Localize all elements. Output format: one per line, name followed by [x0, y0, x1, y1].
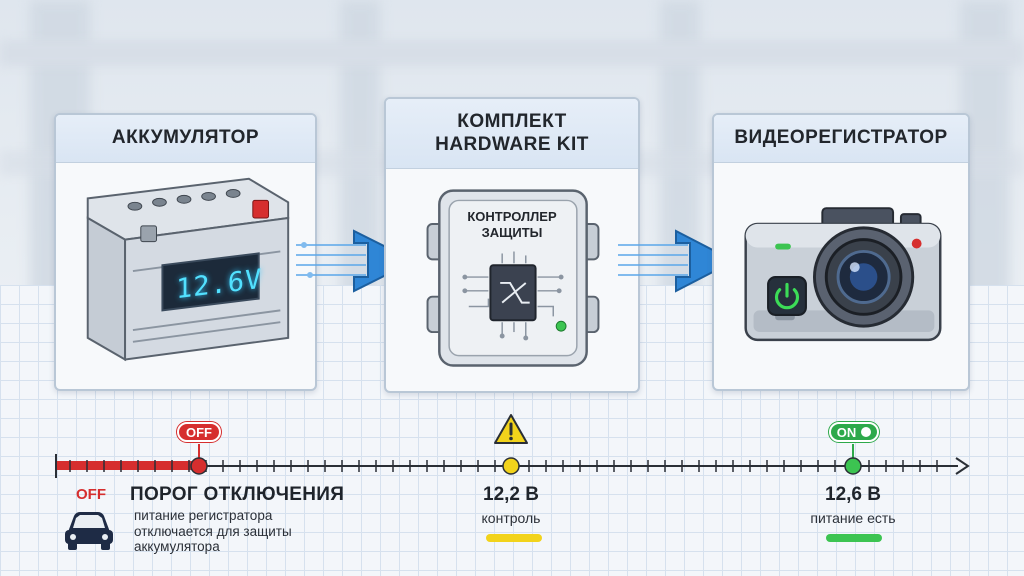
hardware-kit-title: КОМПЛЕКТ HARDWARE KIT — [386, 99, 638, 169]
controller-chip-icon — [426, 189, 600, 367]
hardware-kit-panel: КОМПЛЕКТ HARDWARE KIT — [384, 97, 640, 393]
hardware-kit-title-line1: КОМПЛЕКТ — [457, 110, 567, 132]
control-voltage: 12,2 В — [483, 484, 539, 505]
toggle-knob-icon — [861, 427, 872, 437]
hardware-kit-title-line2: HARDWARE KIT — [435, 133, 589, 155]
controller-label-line2: ЗАЩИТЫ — [481, 225, 543, 241]
dashcam-illustration — [714, 163, 968, 389]
off-threshold-marker — [190, 457, 208, 475]
battery-panel-title: АККУМУЛЯТОР — [56, 115, 315, 163]
power-on-label: питание есть — [810, 510, 896, 526]
threshold-description: питание регистратора отключается для защ… — [134, 508, 292, 555]
on-marker — [844, 457, 862, 475]
control-label: контроль — [481, 510, 541, 526]
control-indicator-bar — [486, 534, 542, 542]
dashcam-icon — [744, 207, 942, 342]
battery-illustration: 12.6V — [56, 163, 315, 389]
controller-illustration: КОНТРОЛЛЕР ЗАЩИТЫ — [386, 169, 638, 391]
voltage-timeline: OFF ON OFF ПОРОГ ОТКЛЮЧЕНИЯ питание реги… — [0, 400, 1024, 576]
on-badge: ON — [829, 422, 879, 442]
power-icon — [767, 276, 807, 316]
dashcam-panel: ВИДЕОРЕГИСТРАТОР — [712, 113, 970, 391]
dashcam-panel-title: ВИДЕОРЕГИСТРАТОР — [714, 115, 968, 163]
controller-label-line1: КОНТРОЛЛЕР — [467, 209, 557, 224]
voltage-axis — [55, 444, 970, 478]
controller-label: КОНТРОЛЛЕР ЗАЩИТЫ — [386, 209, 638, 242]
battery-panel: АККУМУЛЯТОР — [54, 113, 317, 391]
threshold-title: ПОРОГ ОТКЛЮЧЕНИЯ — [130, 484, 345, 505]
control-marker — [502, 457, 520, 475]
off-badge: OFF — [177, 422, 221, 442]
car-icon — [65, 512, 113, 550]
power-on-indicator-bar — [826, 534, 882, 542]
off-label: OFF — [76, 486, 106, 503]
warning-icon — [494, 414, 528, 444]
battery-icon — [86, 177, 290, 362]
on-badge-label: ON — [836, 424, 857, 440]
power-on-voltage: 12,6 В — [825, 484, 881, 505]
